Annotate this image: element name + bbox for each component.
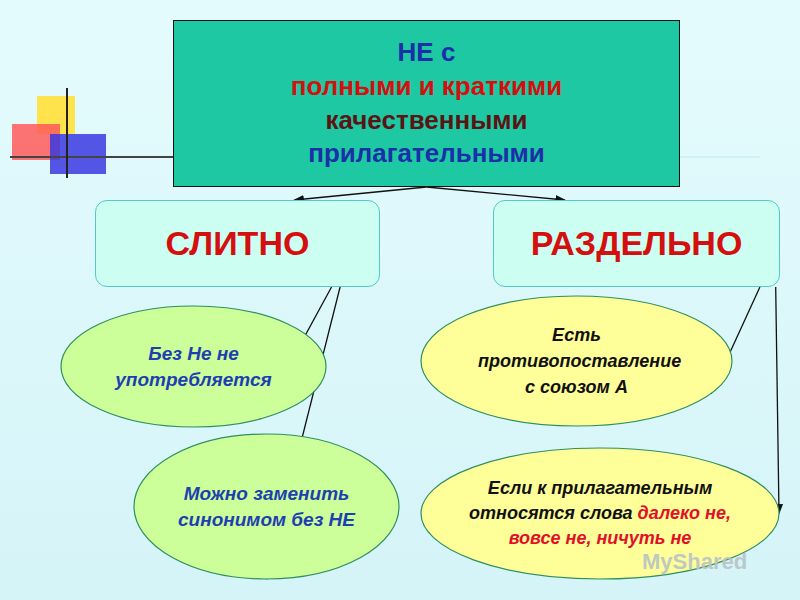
deco-square — [50, 134, 106, 174]
ellipse-outline — [133, 433, 400, 580]
node-text: полными и краткими — [291, 70, 562, 104]
node-text: качественными — [291, 104, 562, 138]
text-holder: Есть противопоставление с союзом А — [478, 322, 675, 400]
rule-ellipse: Есть противопоставление с союзом А — [420, 295, 733, 427]
text-holder: НЕ с полными и краткимикачественнымиприл… — [291, 36, 562, 171]
node-text: Можно заменить синонимом без НЕ — [167, 481, 366, 532]
ellipse-outline — [134, 434, 399, 579]
text-holder: СЛИТНО — [166, 223, 310, 264]
connector-arrow — [776, 287, 779, 514]
connector-arrow — [427, 187, 565, 200]
rule-ellipse: Без Не не употребляется — [60, 305, 327, 428]
node-text: Без Не не употребляется — [94, 341, 293, 392]
deco-line — [680, 157, 760, 158]
node-text: прилагательными — [291, 137, 562, 171]
ellipse-outline — [421, 296, 732, 426]
node-text: СЛИТНО — [166, 223, 310, 264]
node-text: НЕ с — [398, 37, 456, 67]
text-holder: Если к прилагательным относятся слова да… — [464, 476, 736, 552]
rule-ellipse: Можно заменить синонимом без НЕ — [133, 433, 400, 580]
ellipse-outline — [421, 448, 779, 579]
ellipse-outline — [60, 305, 327, 428]
deco-line — [66, 88, 68, 178]
text-holder: Можно заменить синонимом без НЕ — [167, 481, 366, 532]
connector-arrow — [295, 187, 427, 200]
category-box: РАЗДЕЛЬНО — [493, 200, 780, 287]
text-holder: РАЗДЕЛЬНО — [531, 223, 743, 264]
category-box: СЛИТНО — [95, 200, 380, 287]
node-text: Есть противопоставление с союзом А — [478, 322, 675, 400]
deco-line — [10, 156, 175, 158]
node-text: РАЗДЕЛЬНО — [531, 223, 743, 264]
watermark: MyShared — [642, 549, 747, 575]
heading-box: НЕ с полными и краткимикачественнымиприл… — [173, 20, 680, 187]
ellipse-outline — [61, 306, 326, 427]
text-holder: Без Не не употребляется — [94, 341, 293, 392]
